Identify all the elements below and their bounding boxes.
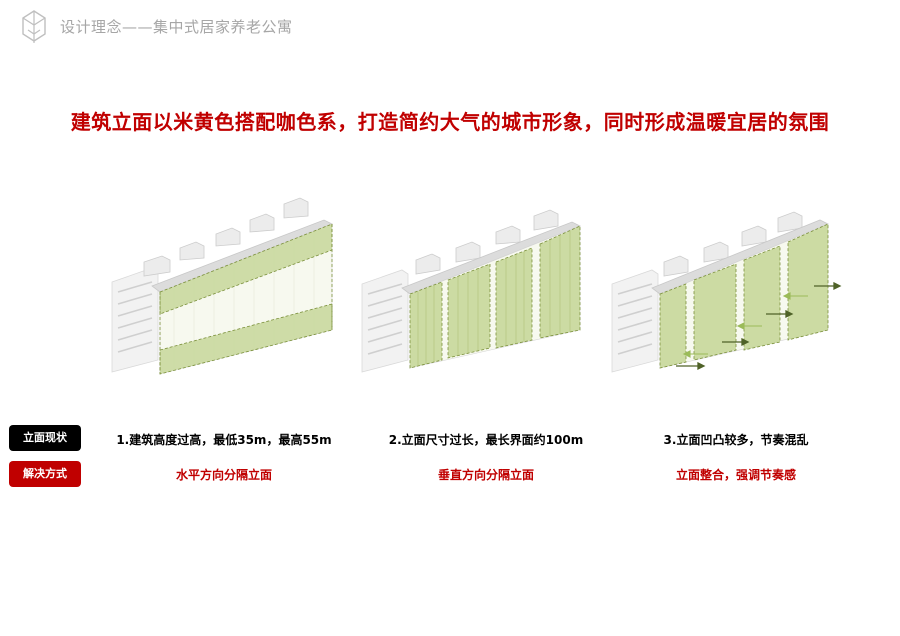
diagram-facade-integration: [611, 211, 842, 373]
current-status-tag: 立面现状: [9, 425, 81, 451]
diagram-vertical-division: [361, 209, 581, 373]
diagram-horizontal-division: [111, 197, 333, 375]
logo-icon: [22, 10, 46, 43]
solution-tag: 解决方式: [9, 461, 81, 487]
problem-caption-3: 3.立面凹凸较多，节奏混乱: [663, 433, 809, 447]
solution-caption-2: 垂直方向分隔立面: [437, 468, 534, 482]
problem-caption-2: 2.立面尺寸过长，最长界面约100m: [388, 433, 584, 447]
page-title: 设计理念——集中式居家养老公寓: [60, 18, 293, 36]
solution-caption-3: 立面整合，强调节奏感: [675, 468, 796, 482]
problem-caption-1: 1.建筑高度过高，最低35m，最高55m: [116, 433, 332, 447]
solution-caption-1: 水平方向分隔立面: [175, 468, 272, 482]
headline: 建筑立面以米黄色搭配咖色系，打造简约大气的城市形象，同时形成温暖宜居的氛围: [70, 110, 830, 134]
